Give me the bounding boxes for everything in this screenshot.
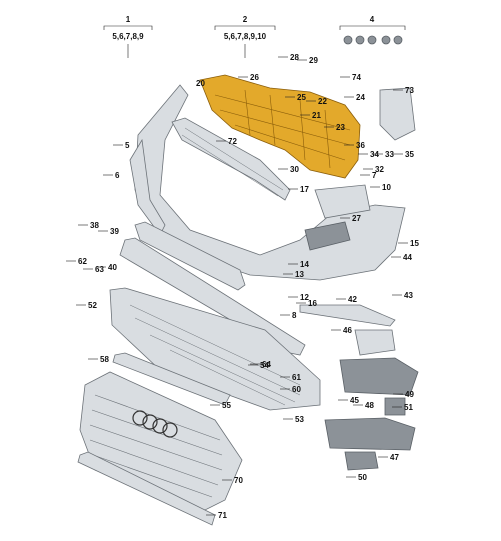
fastener-set xyxy=(343,35,403,45)
lower-grille-panel xyxy=(109,287,321,411)
label-53: 53 xyxy=(295,415,304,424)
header-bracket-4: 4 xyxy=(339,15,406,30)
label-72: 72 xyxy=(228,137,237,146)
label-58: 58 xyxy=(100,355,109,364)
label-63: 63 xyxy=(95,265,104,274)
label-36: 36 xyxy=(356,141,365,150)
label-24: 24 xyxy=(356,93,365,102)
label-29: 29 xyxy=(309,56,318,65)
label-25: 25 xyxy=(297,93,306,102)
label-16: 16 xyxy=(308,299,317,308)
label-43: 43 xyxy=(404,291,413,300)
label-22: 22 xyxy=(318,97,327,106)
support-strip xyxy=(134,221,246,291)
label-39: 39 xyxy=(110,227,119,236)
label-10: 10 xyxy=(382,183,391,192)
label-47: 47 xyxy=(390,453,399,462)
lower-grille-mesh xyxy=(129,304,301,406)
label-14: 14 xyxy=(300,260,309,269)
reflector-trim xyxy=(354,329,396,356)
header-4: 4 xyxy=(370,15,375,24)
label-44: 44 xyxy=(403,253,412,262)
label-48: 48 xyxy=(365,401,374,410)
header-bracket-2: 2 5,6,7,8,9,10 xyxy=(214,15,276,58)
label-12: 12 xyxy=(300,293,309,302)
brand-rings-emblem xyxy=(132,410,178,438)
label-62: 62 xyxy=(78,257,87,266)
label-32: 32 xyxy=(375,165,384,174)
header-2: 2 xyxy=(243,15,248,24)
bottom-trim-strip xyxy=(77,451,216,526)
header-2-sub: 5,6,7,8,9,10 xyxy=(224,32,267,41)
label-52: 52 xyxy=(88,301,97,310)
label-42: 42 xyxy=(348,295,357,304)
label-55: 55 xyxy=(222,401,231,410)
label-23: 23 xyxy=(336,123,345,132)
label-15: 15 xyxy=(410,239,419,248)
lip-strip xyxy=(112,352,231,406)
label-20-highlighted: 20 xyxy=(196,79,205,88)
fog-light-opening xyxy=(304,221,351,251)
fog-trim-upper xyxy=(339,357,419,396)
label-70: 70 xyxy=(234,476,243,485)
label-49: 49 xyxy=(405,390,414,399)
side-trim-strip xyxy=(299,304,396,327)
fog-trim-lower xyxy=(324,417,416,451)
label-54: 54 xyxy=(260,361,269,370)
lower-spoiler xyxy=(119,237,306,356)
carrier-ribs xyxy=(214,89,351,169)
header-bracket-1: 1 5,6,7,8,9 xyxy=(103,15,153,58)
label-27: 27 xyxy=(352,214,361,223)
label-73: 73 xyxy=(405,86,414,95)
label-51: 51 xyxy=(404,403,413,412)
headlight-washer-bracket xyxy=(379,87,416,141)
label-35: 35 xyxy=(405,150,414,159)
label-46: 46 xyxy=(343,326,352,335)
header-1-sub: 5,6,7,8,9 xyxy=(112,32,144,41)
label-64: 64 xyxy=(262,360,271,369)
label-13: 13 xyxy=(295,270,304,279)
header-1: 1 xyxy=(126,15,131,24)
label-33: 33 xyxy=(385,150,394,159)
label-40: 40 xyxy=(108,263,117,272)
label-30: 30 xyxy=(290,165,299,174)
label-45: 45 xyxy=(350,396,359,405)
sensor-holder xyxy=(384,397,406,416)
label-60: 60 xyxy=(292,385,301,394)
label-17: 17 xyxy=(300,185,309,194)
label-8: 8 xyxy=(292,311,297,320)
label-61: 61 xyxy=(292,373,301,382)
label-74: 74 xyxy=(352,73,361,82)
side-bracket xyxy=(314,184,371,219)
label-6: 6 xyxy=(115,171,120,180)
label-7: 7 xyxy=(372,171,377,180)
tow-hook-cover xyxy=(344,451,379,471)
label-26: 26 xyxy=(250,73,259,82)
label-28: 28 xyxy=(290,53,299,62)
upper-grille-lines xyxy=(181,127,284,197)
label-38: 38 xyxy=(90,221,99,230)
label-5: 5 xyxy=(125,141,130,150)
label-71: 71 xyxy=(218,511,227,520)
label-50: 50 xyxy=(358,473,367,482)
label-21: 21 xyxy=(312,111,321,120)
label-34: 34 xyxy=(370,150,379,159)
